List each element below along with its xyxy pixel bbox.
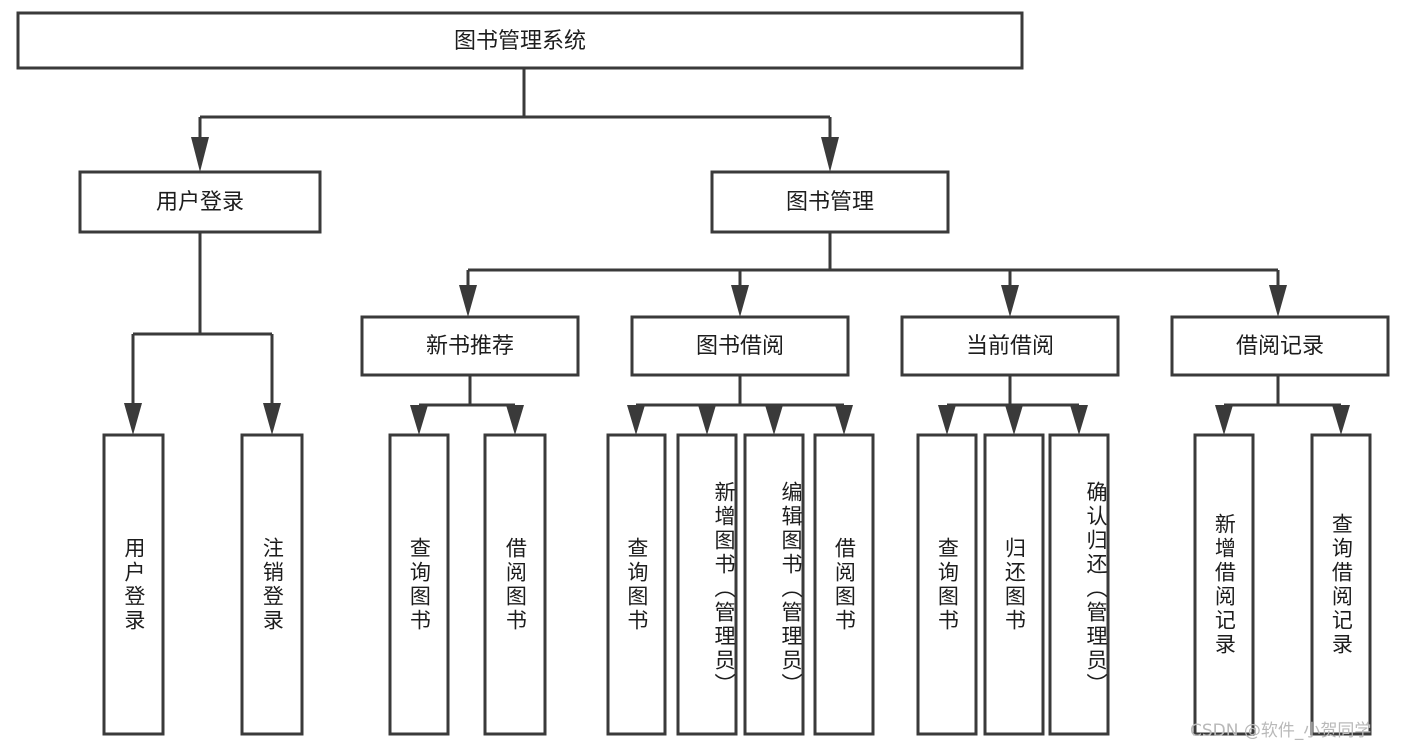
leaf-box-user-login[interactable] (102, 433, 165, 736)
node-borrow-record[interactable]: 借阅记录 (1170, 315, 1390, 377)
connector-group-borrow-record (1215, 375, 1350, 435)
connector-group-borrow-book (627, 375, 853, 435)
arrowhead-user-login-leaf1 (124, 403, 142, 435)
leaf-box-logout[interactable] (240, 433, 304, 736)
node-user-login[interactable]: 用户登录 (78, 170, 322, 234)
node-current-borrow[interactable]: 当前借阅 (900, 315, 1120, 377)
node-book-management[interactable]: 图书管理 (710, 170, 950, 234)
arrowhead-current-borrow-leaf3 (1070, 405, 1088, 435)
connector-group-current-borrow (938, 375, 1088, 435)
node-book-borrow[interactable]: 图书借阅 (630, 315, 850, 377)
arrowhead-new-book-leaf1 (410, 405, 428, 435)
arrowhead-borrow-book-leaf4 (835, 405, 853, 435)
csdn-watermark: CSDN @软件_小贺同学 (1190, 721, 1372, 741)
connector-group-book-mgmt (459, 232, 1287, 317)
node-current-borrow-box[interactable] (900, 315, 1120, 377)
node-root-box[interactable] (16, 11, 1024, 70)
node-new-book-recommend-label: 新书推荐 (426, 334, 514, 359)
arrowhead-borrow-book-leaf1 (627, 405, 645, 435)
arrowhead-to-borrow-book (731, 285, 749, 317)
arrowhead-to-borrow-record (1269, 285, 1287, 317)
node-user-login-label: 用户登录 (156, 190, 244, 215)
leaf-box-borrow-book[interactable] (813, 433, 875, 736)
leaf-box-return-book[interactable] (983, 433, 1045, 736)
node-book-borrow-box[interactable] (630, 315, 850, 377)
arrowhead-to-current-borrow (1001, 285, 1019, 317)
leaf-box-query-book-borrow[interactable] (606, 433, 667, 736)
leaf-boxes (102, 433, 1372, 736)
leaf-box-add-borrow-record[interactable] (1193, 433, 1255, 736)
arrowhead-borrow-record-leaf1 (1215, 405, 1233, 435)
arrowhead-current-borrow-leaf2 (1005, 405, 1023, 435)
node-borrow-record-label: 借阅记录 (1236, 334, 1324, 359)
arrowhead-borrow-book-leaf3 (765, 405, 783, 435)
node-new-book-recommend[interactable]: 新书推荐 (360, 315, 580, 377)
connector-group-user-login (124, 232, 281, 435)
connector-group-new-book (410, 375, 524, 435)
leaf-box-add-book-admin[interactable] (676, 433, 738, 736)
leaf-box-borrow-book-newbook[interactable] (483, 433, 547, 736)
node-borrow-record-box[interactable] (1170, 315, 1390, 377)
arrowhead-user-login-leaf2 (263, 403, 281, 435)
leaf-box-query-book-newbook[interactable] (388, 433, 450, 736)
arrowhead-new-book-leaf2 (506, 405, 524, 435)
node-root[interactable]: 图书管理系统 (16, 11, 1024, 70)
leaf-box-edit-book-admin[interactable] (743, 433, 805, 736)
node-root-label: 图书管理系统 (454, 29, 586, 54)
node-book-borrow-label: 图书借阅 (696, 334, 784, 359)
connector-group-root (191, 68, 839, 172)
arrowhead-to-new-book (459, 285, 477, 317)
leaf-box-confirm-return-admin[interactable] (1048, 433, 1110, 736)
node-book-management-box[interactable] (710, 170, 950, 234)
arrowhead-borrow-book-leaf2 (698, 405, 716, 435)
arrowhead-root-to-book-mgmt (821, 137, 839, 172)
node-new-book-recommend-box[interactable] (360, 315, 580, 377)
arrowhead-current-borrow-leaf1 (938, 405, 956, 435)
node-current-borrow-label: 当前借阅 (966, 334, 1054, 359)
arrowhead-borrow-record-leaf2 (1332, 405, 1350, 435)
node-book-management-label: 图书管理 (786, 190, 874, 215)
leaf-box-query-borrow-record[interactable] (1310, 433, 1372, 736)
arrowhead-root-to-user-login (191, 137, 209, 172)
leaf-box-query-book-current[interactable] (916, 433, 978, 736)
node-user-login-box[interactable] (78, 170, 322, 234)
